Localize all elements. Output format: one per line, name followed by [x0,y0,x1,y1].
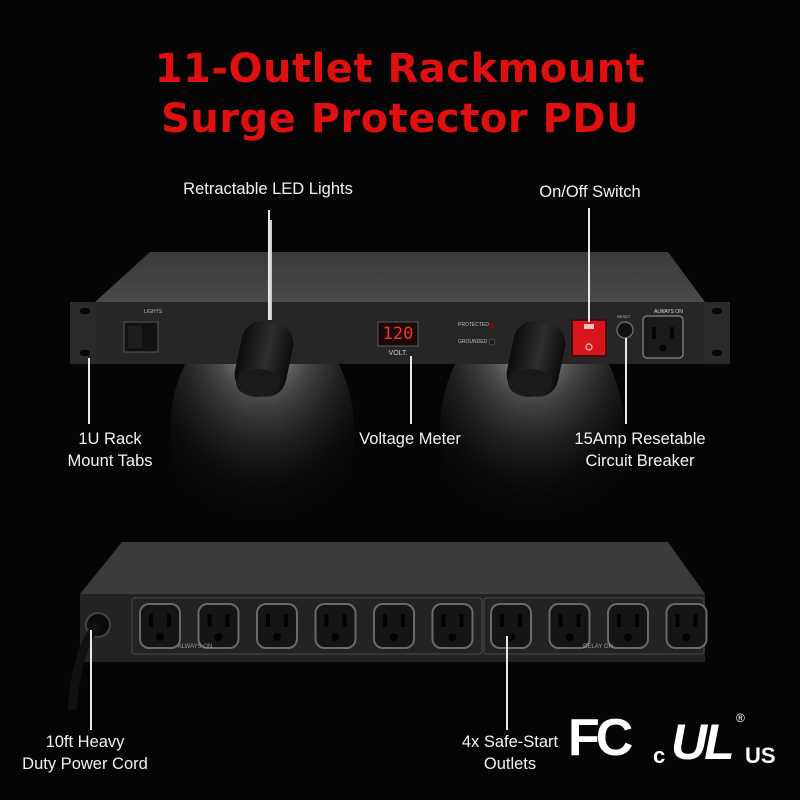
fcc-logo: FC [568,709,633,767]
light-beam-right [440,310,624,550]
rear-outlet [314,603,357,649]
voltage-meter-display [377,321,419,347]
callout-rack-tabs-2: Mount Tabs [67,452,153,470]
callout-line-rack [88,358,90,424]
voltage-reading: 120 [382,324,414,344]
callout-outlets-1: 4x Safe-Start [461,733,559,751]
callout-line-switch [588,208,590,322]
headline-line-1: 11-Outlet Rackmount [154,46,646,92]
callout-line-outlets [506,636,508,730]
front-outlet [642,315,684,359]
chassis-top [95,252,705,302]
ul-mark: UL [671,714,735,770]
ul-registered-mark: ® [736,711,745,725]
callout-line-breaker [625,338,627,424]
reset-label: RESET [617,314,631,319]
rear-outlet [490,603,532,649]
rear-outlet [373,603,415,649]
rear-chassis-top [80,542,705,594]
headline-line-2: Surge Protector PDU [161,96,639,142]
front-lights-label: LIGHTS [144,309,163,315]
power-cord [67,621,102,711]
front-always-on-label: ALWAYS ON [654,309,683,315]
rear-delay-on-label: DELAY ON [583,644,613,650]
rear-outlet [256,603,298,649]
rear-outlet [139,603,181,649]
callout-outlets-2: Outlets [483,755,537,773]
ul-us-mark: US [745,743,776,768]
callout-breaker-1: 15Amp Resetable [574,430,706,448]
volt-label: VOLT. [388,350,408,357]
callout-voltage-meter: Voltage Meter [359,430,461,448]
protected-label: PROTECTED [458,322,489,328]
callout-line-cord [90,630,92,730]
callout-rack-tabs-1: 1U Rack [78,430,142,448]
callout-line-led [268,210,270,320]
rear-outlet [548,603,591,649]
rear-outlet [607,603,649,649]
callout-breaker-2: Circuit Breaker [585,452,695,470]
rear-outlet [431,603,474,649]
callout-cord-1: 10ft Heavy [45,733,125,751]
light-beam-left [170,310,354,550]
callout-line-meter [410,356,412,424]
rear-outlet [665,603,708,649]
rear-always-on-label: ALWAYS ON [177,644,213,650]
callout-cord-2: Duty Power Cord [22,755,148,773]
rear-outlet [197,603,240,649]
callout-led-lights: Retractable LED Lights [183,180,353,198]
callout-switch: On/Off Switch [539,183,641,201]
ul-c-mark: c [653,743,666,768]
grounded-label: GROUNDED [458,339,488,345]
